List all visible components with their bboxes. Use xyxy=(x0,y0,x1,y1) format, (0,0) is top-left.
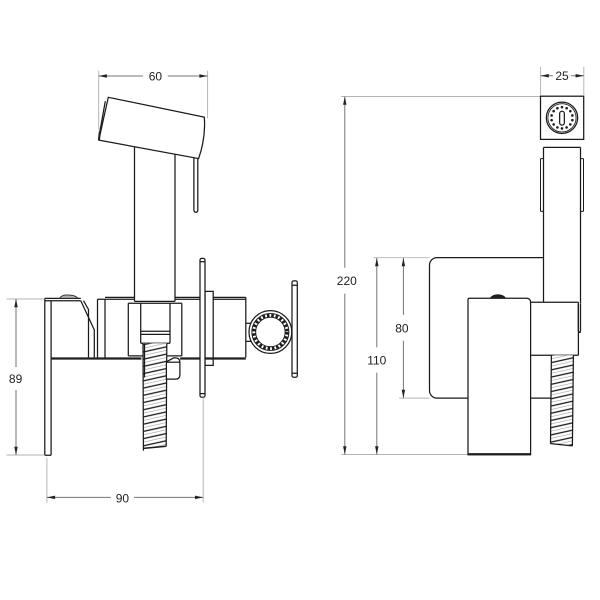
svg-text:110: 110 xyxy=(367,354,386,368)
svg-text:80: 80 xyxy=(395,321,409,335)
svg-text:25: 25 xyxy=(555,69,569,83)
svg-text:60: 60 xyxy=(149,69,163,83)
svg-text:89: 89 xyxy=(9,372,23,386)
svg-text:90: 90 xyxy=(116,491,130,505)
svg-text:220: 220 xyxy=(337,274,357,288)
